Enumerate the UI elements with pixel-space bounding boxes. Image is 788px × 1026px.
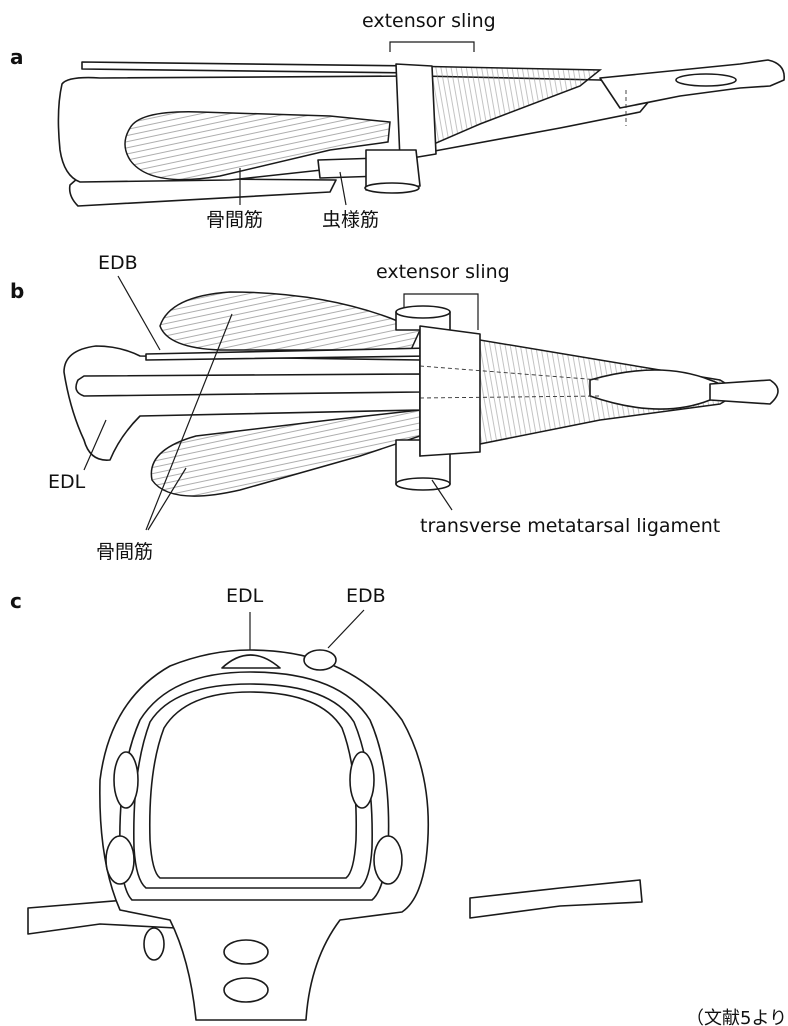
- panel-b-letter: b: [10, 279, 24, 303]
- panel-b-extensor-sling-label: extensor sling: [376, 261, 510, 283]
- panel-c-side-right-lower: [374, 836, 402, 884]
- panel-a-extensor-tendon: [82, 62, 420, 73]
- panel-c-flexor-oval-1: [224, 940, 268, 964]
- panel-b-interossei-label: 骨間筋: [96, 541, 153, 563]
- panel-a-sling-bracket: [390, 42, 474, 52]
- panel-c-side-left-upper: [114, 752, 138, 808]
- panel-b-upper-interosseous: [160, 292, 420, 352]
- panel-a-extensor-sling-label: extensor sling: [362, 10, 496, 32]
- panel-b-edb-label: EDB: [98, 252, 138, 274]
- panel-b-toe-tip: [710, 380, 778, 404]
- panel-b-ligament-bottom-end: [396, 478, 450, 490]
- panel-c-edb-tendon: [304, 650, 336, 670]
- panel-b: b EDB extensor sling EDL 骨間筋 t: [10, 252, 778, 563]
- panel-a-letter: a: [10, 45, 24, 69]
- panel-b-ligament-label: transverse metatarsal ligament: [420, 515, 720, 537]
- panel-c-side-right-upper: [350, 752, 374, 808]
- panel-a-sling-band: [396, 64, 436, 160]
- panel-c-side-left-lower: [106, 836, 134, 884]
- panel-a-lumbrical-label: 虫様筋: [322, 209, 379, 231]
- panel-c-flexor-oval-2: [224, 978, 268, 1002]
- panel-c-ligament-right: [470, 880, 642, 918]
- panel-b-shaft: [76, 374, 420, 396]
- panel-c-small-oval: [144, 928, 164, 960]
- panel-a-interossei-label: 骨間筋: [206, 209, 263, 231]
- panel-c-edl-label: EDL: [226, 585, 264, 607]
- panel-b-ligament-top-end: [396, 306, 450, 318]
- panel-c-bone-outline: [134, 684, 372, 888]
- panel-b-sling-band: [420, 326, 480, 456]
- panel-a: a extensor sling 骨間筋 虫様筋: [10, 10, 784, 231]
- citation-text: （文献5より: [686, 1008, 787, 1026]
- panel-c: c EDL EDB: [10, 585, 642, 1020]
- panel-a-ligament-end: [365, 183, 419, 193]
- panel-c-edb-leader: [328, 610, 364, 648]
- panel-a-phalanges: [600, 60, 784, 108]
- panel-c-letter: c: [10, 589, 22, 613]
- panel-b-lower-interosseous: [151, 410, 420, 496]
- panel-c-edb-label: EDB: [346, 585, 386, 607]
- panel-b-edl-label: EDL: [48, 471, 86, 493]
- panel-b-edb-leader: [118, 276, 160, 350]
